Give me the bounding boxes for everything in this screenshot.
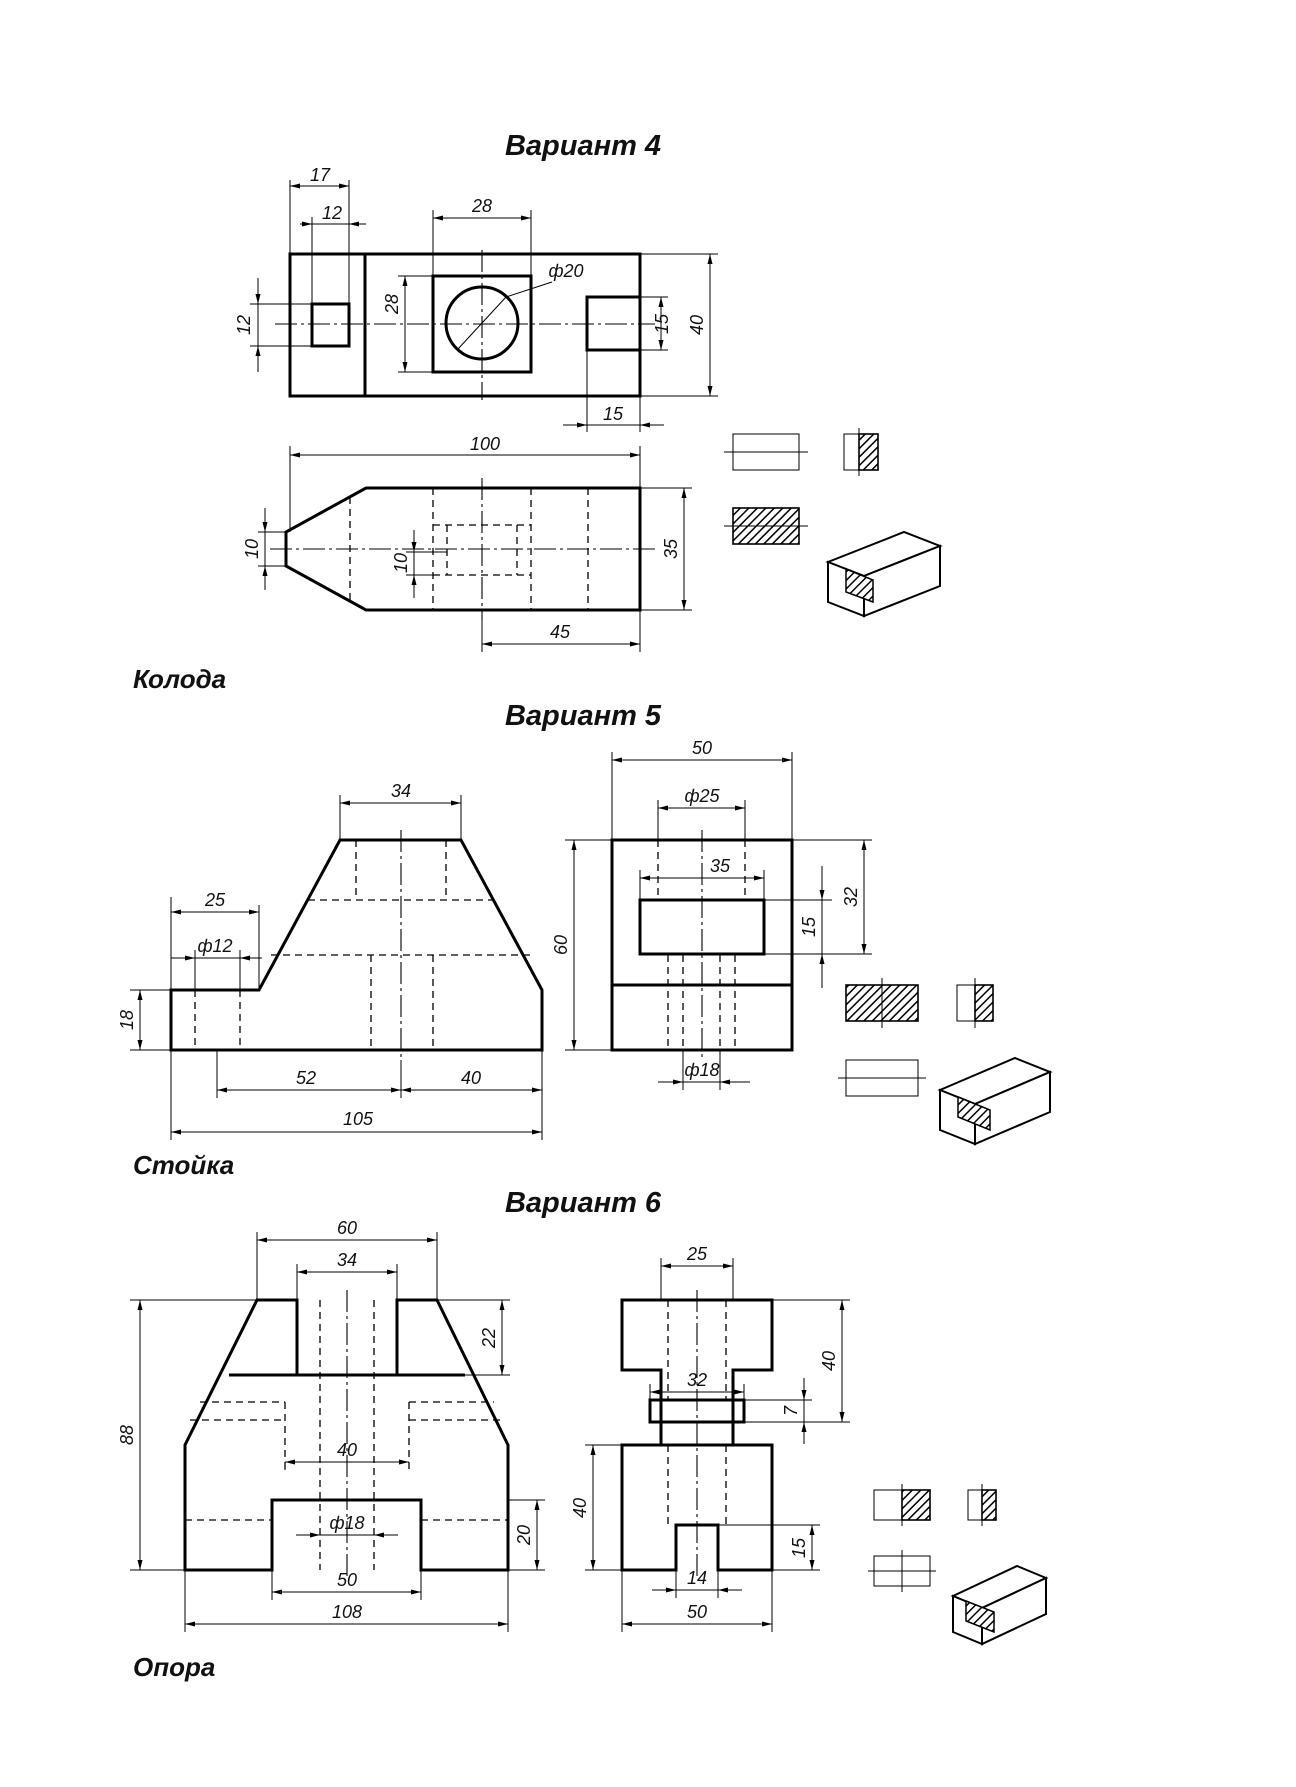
dim-40: 40 [461,1068,481,1088]
dim-diameter-18: ф18 [329,1513,364,1533]
dim-40: 40 [687,315,707,335]
variant-4-front-dimensions: 100 10 10 35 45 [242,434,692,652]
dim-25: 25 [204,890,226,910]
dim-17: 17 [310,165,331,185]
dim-34: 34 [391,781,411,801]
variant-5-section-symbols [838,978,1053,1146]
dim-28-side: 28 [382,294,402,315]
dim-15-side: 15 [652,313,672,334]
variant-4-section-symbols [724,428,943,618]
variant-5-side-dimensions: 50 ф25 35 60 15 32 [551,738,872,1090]
dim-10-inner: 10 [391,553,411,573]
dim-105: 105 [343,1109,374,1129]
variant-4-top-dimensions: 17 12 28 ф20 28 12 15 [234,165,718,432]
dim-18: 18 [117,1010,137,1030]
dim-60: 60 [337,1218,357,1238]
dim-60: 60 [551,935,571,955]
variant-6-front-dimensions: 60 34 22 88 40 ф18 20 [117,1218,545,1632]
dim-12-side: 12 [234,315,254,335]
variant-6-side-view [620,1290,774,1580]
dim-34: 34 [337,1250,357,1270]
variant-4-title: Вариант 4 [505,130,661,162]
dim-10-left: 10 [242,539,262,559]
dim-100: 100 [470,434,500,454]
variant-4-top-view [275,250,655,400]
dim-40: 40 [337,1440,357,1460]
dim-diameter-18: ф18 [684,1060,719,1080]
dim-12: 12 [322,203,342,223]
variant-5: Вариант 5 34 25 [117,700,1053,1180]
dim-50-side: 50 [687,1602,707,1622]
variant-4-isometric-view [825,530,943,618]
dim-108: 108 [332,1602,362,1622]
dim-14: 14 [687,1568,707,1588]
dim-32: 32 [841,887,861,907]
dim-40-bottom: 40 [570,1498,590,1518]
dim-40-top: 40 [819,1351,839,1371]
dim-22: 22 [479,1328,499,1349]
dim-35: 35 [661,538,681,559]
variant-6: Вариант 6 60 34 [117,1187,1049,1682]
variant-6-front-view [183,1290,510,1580]
dim-25: 25 [686,1244,708,1264]
dim-20: 20 [514,1525,534,1546]
variant-4: Вариант 4 17 12 [133,130,943,694]
variant-4-part-name: Колода [133,664,226,694]
dim-52: 52 [296,1068,316,1088]
dim-15: 15 [789,1537,809,1558]
dim-32: 32 [687,1370,707,1390]
dim-diameter-20: ф20 [548,261,583,281]
dim-35: 35 [710,856,731,876]
dim-7: 7 [781,1405,801,1416]
variant-6-side-dimensions: 25 40 32 7 40 15 [570,1244,850,1632]
dim-50: 50 [337,1570,357,1590]
dim-45: 45 [550,622,571,642]
dim-diameter-12: ф12 [197,936,232,956]
variant-5-front-view [169,830,544,1060]
variant-4-front-view [270,478,655,620]
dim-15: 15 [799,916,819,937]
variant-5-part-name: Стойка [133,1150,234,1180]
dim-diameter-25: ф25 [684,786,720,806]
variant-5-front-dimensions: 34 25 ф12 18 52 40 105 [117,781,543,1140]
variant-6-isometric-view [950,1564,1049,1646]
dim-50: 50 [692,738,712,758]
variant-6-part-name: Опора [133,1652,215,1682]
variant-6-section-symbols [868,1484,1049,1646]
variant-5-side-view [610,830,794,1060]
dim-15-bottom: 15 [603,404,624,424]
variant-5-isometric-view [937,1056,1053,1146]
variant-6-title: Вариант 6 [505,1187,662,1219]
dim-88: 88 [117,1425,137,1445]
dim-28-top: 28 [471,196,492,216]
variant-5-title: Вариант 5 [505,700,662,732]
